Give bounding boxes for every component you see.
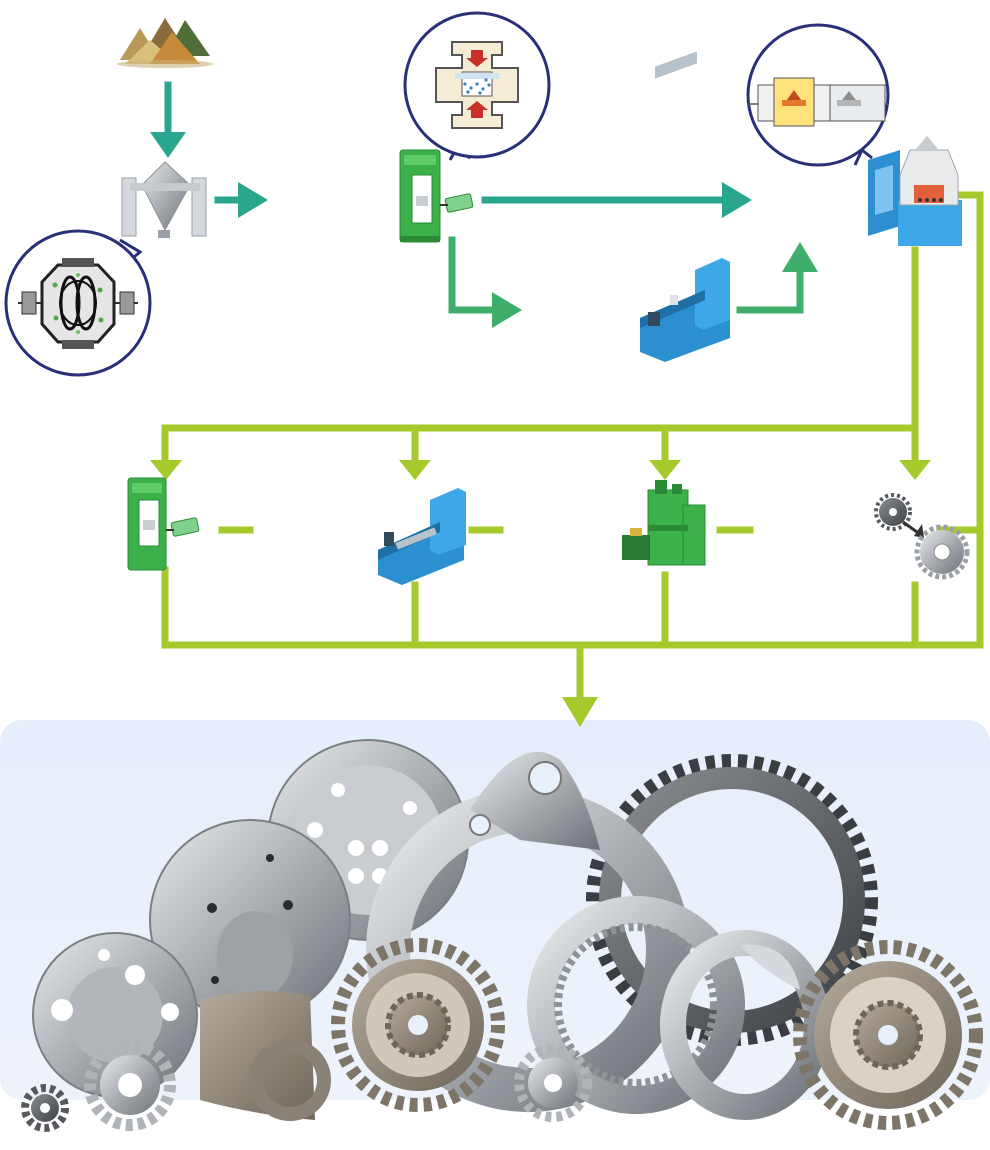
- small-silver-gear-left: [84, 1039, 176, 1131]
- compaction-callout: [403, 11, 551, 161]
- secondary-flow-lines: [161, 191, 984, 704]
- bronze-spur-gear-right: [793, 940, 983, 1130]
- tiny-dark-gear: [21, 1084, 69, 1132]
- mixer-callout: [4, 229, 152, 377]
- lever-bracket-plate: [366, 751, 690, 1112]
- primary-flow-arrowheads: [150, 132, 818, 328]
- small-silver-gear-center: [514, 1044, 592, 1122]
- heat-treat-machine-icon: [622, 480, 706, 566]
- compaction-press-icon: [399, 149, 474, 243]
- sintering-furnace-icon: [868, 136, 962, 246]
- secondary-flow-arrowheads: [150, 460, 931, 727]
- lathe-machine-icon: [640, 51, 730, 362]
- secondary-lathe-icon: [378, 488, 466, 585]
- double-cone-mixer-icon: [121, 161, 207, 238]
- die-compaction-icon: [435, 41, 519, 129]
- furnace-heating-icon: [748, 77, 888, 127]
- sintered-parts-collection: [21, 739, 983, 1132]
- bronze-spur-gear-center: [331, 938, 505, 1112]
- powder-piles-icon: [117, 18, 213, 68]
- re-press-machine-icon: [127, 477, 200, 571]
- sintering-callout: [746, 23, 890, 167]
- flat-plate-with-holes: [149, 819, 351, 1021]
- internal-gear-ring: [527, 896, 745, 1114]
- sector-gear: [200, 991, 331, 1121]
- primary-flow-lines: [164, 81, 804, 314]
- mixing-blades-icon: [18, 258, 138, 349]
- gear-transform-icon: [874, 493, 970, 580]
